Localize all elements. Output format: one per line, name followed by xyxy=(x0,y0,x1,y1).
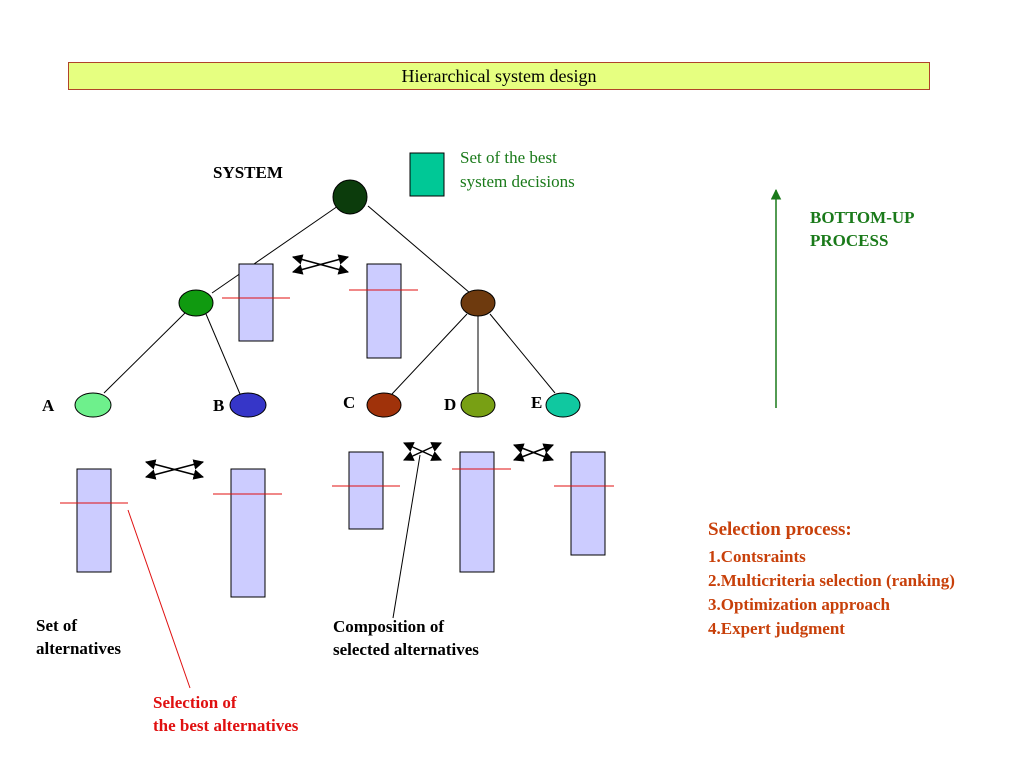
node-c xyxy=(366,392,402,418)
selection-process-heading: Selection process: xyxy=(708,519,852,540)
system-label: SYSTEM xyxy=(213,163,283,182)
selection-process-item-3: 3.Optimization approach xyxy=(708,595,890,614)
bar-b xyxy=(230,468,266,598)
selection-process-item-2: 2.Multicriteria selection (ranking) xyxy=(708,571,955,590)
bar-right-mid-1 xyxy=(366,263,402,359)
node-d xyxy=(460,392,496,418)
edge-right-c xyxy=(391,313,468,395)
bottom-up-line1: BOTTOM-UP xyxy=(810,208,915,227)
alternative-bars xyxy=(76,263,606,598)
selection-process-item-1: 1.Contsraints xyxy=(708,547,806,566)
tree-edges xyxy=(103,205,556,395)
node-e-label: E xyxy=(531,393,543,412)
bar-c xyxy=(348,451,384,530)
composition-pointer xyxy=(392,454,421,619)
edge-root-left xyxy=(211,205,339,294)
selection-best-line1: Selection of xyxy=(153,693,237,712)
cross-arrow-top-2 xyxy=(291,254,350,275)
edge-left-b xyxy=(205,313,241,395)
set-of-alternatives-line2: alternatives xyxy=(36,639,121,658)
node-b-label: B xyxy=(213,396,225,415)
right-mid-node xyxy=(460,289,496,317)
node-c-label: C xyxy=(343,393,356,412)
cross-arrow-ab-2 xyxy=(144,459,205,480)
composition-arrows xyxy=(144,254,554,480)
bar-e xyxy=(570,451,606,556)
composition-line1: Composition of xyxy=(333,617,444,636)
node-d-label: D xyxy=(444,395,457,414)
slide-title: Hierarchical system design xyxy=(68,62,930,90)
node-b xyxy=(229,392,267,418)
bottom-up-line2: PROCESS xyxy=(810,231,889,250)
selection-process-item-4: 4.Expert judgment xyxy=(708,619,845,638)
set-of-alternatives-line1: Set of xyxy=(36,616,78,635)
bar-a xyxy=(76,468,112,573)
node-a xyxy=(74,392,112,418)
bar-d xyxy=(459,451,495,573)
root-node xyxy=(332,179,368,215)
selection-thresholds xyxy=(60,289,614,504)
edge-left-a xyxy=(103,311,187,394)
selection-best-line2: the best alternatives xyxy=(153,716,299,735)
legend-text-line1: Set of the best xyxy=(460,148,557,167)
legend-text-line2: system decisions xyxy=(460,172,575,191)
composition-line2: selected alternatives xyxy=(333,640,479,659)
left-mid-node xyxy=(178,289,214,317)
selection-pointer xyxy=(127,509,191,689)
bar-left-mid-1 xyxy=(238,263,274,342)
legend-swatch xyxy=(409,152,445,197)
edge-root-right xyxy=(367,205,471,294)
node-a-label: A xyxy=(42,396,55,415)
edge-right-e xyxy=(489,313,556,394)
cross-arrow-cd-2 xyxy=(403,442,442,461)
node-e xyxy=(545,392,581,418)
cross-arrow-de-2 xyxy=(513,443,554,462)
